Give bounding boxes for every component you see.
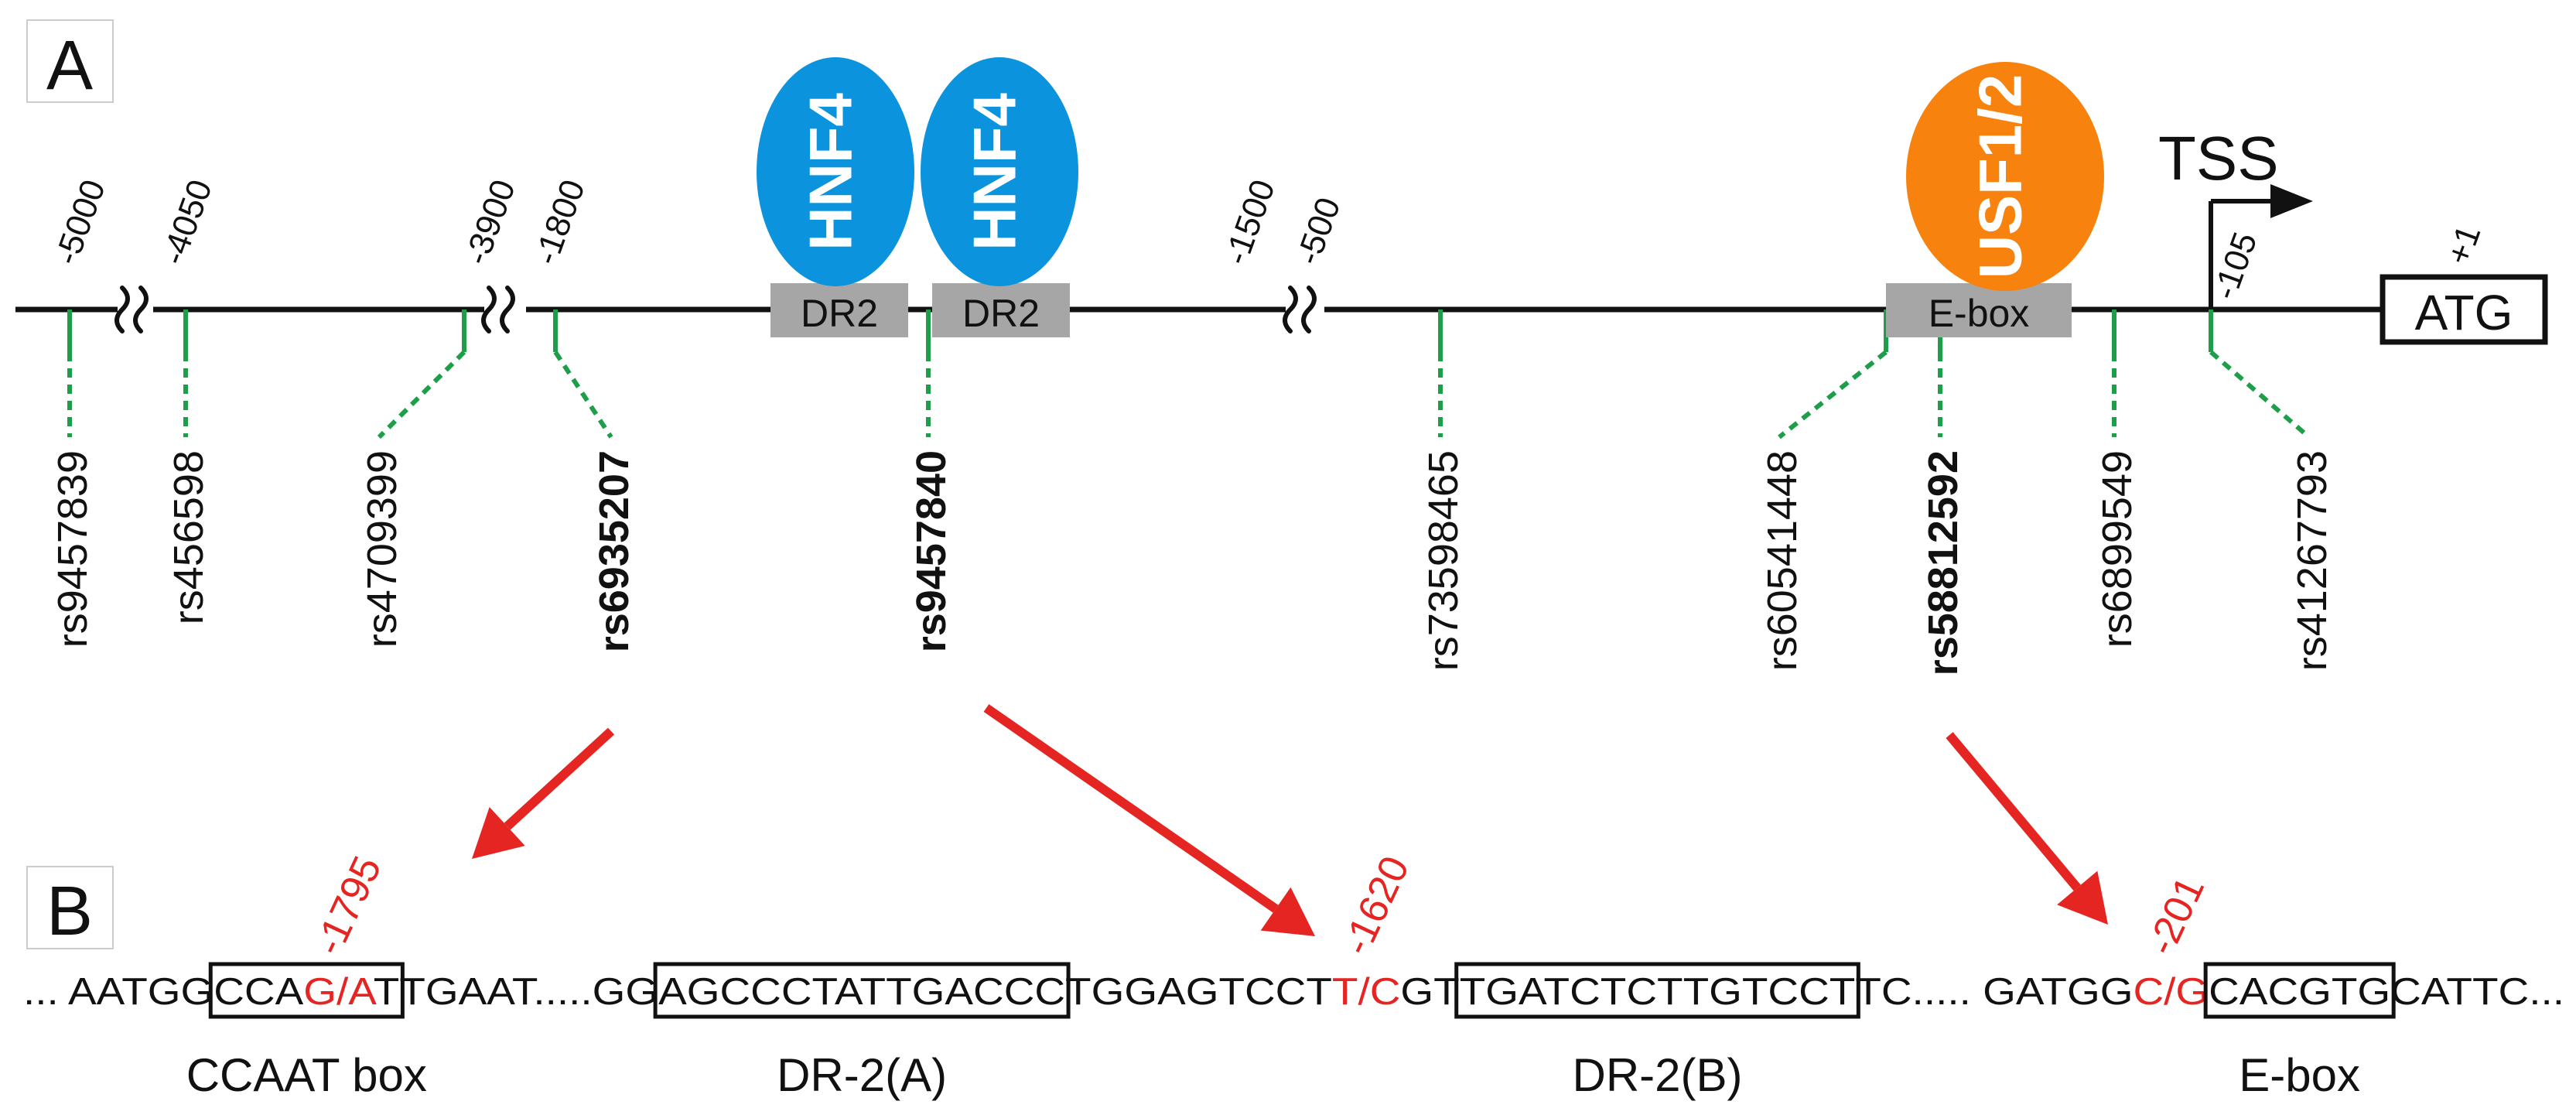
- sequence-segment-s9: T/C: [1332, 971, 1400, 1013]
- snp-label-rs4709399: rs4709399: [359, 450, 405, 648]
- tss-arrow: [2209, 184, 2313, 309]
- atg-label: ATG: [2415, 285, 2513, 340]
- position-label-p1: +1: [2439, 221, 2488, 270]
- sequence-segment-s11: TGATCTCTTGTCCT: [1460, 971, 1856, 1013]
- factor-label-hnf4-right: HNF4: [961, 93, 1029, 251]
- panel-b-frame: [26, 866, 114, 949]
- motif-label-ccaat: CCAAT box: [186, 1049, 427, 1101]
- regulatory-elements: DR2 DR2 E-box: [770, 283, 2072, 337]
- factor-label-hnf4-left: HNF4: [797, 93, 865, 251]
- box-dr2b: [1454, 962, 1860, 1019]
- snp-connector-rs4709399: [377, 309, 466, 439]
- variant-position-v1620: -1620: [1334, 850, 1418, 962]
- box-ebox: [2203, 962, 2396, 1019]
- variant-position-v1795: -1795: [306, 850, 391, 962]
- sequence-segment-s8: TGGAGTCCT: [1065, 971, 1332, 1013]
- factor-oval-hnf4-left: [757, 57, 914, 286]
- position-label-p5000: -5000: [47, 175, 113, 270]
- factor-oval-hnf4-right: [921, 57, 1078, 286]
- panel-b-label: B: [46, 873, 93, 950]
- sequence-segment-s7: AGCCCTATTGACCC: [658, 971, 1065, 1013]
- position-label-p1800: -1800: [527, 175, 593, 270]
- snp-label-rs73598465: rs73598465: [1420, 450, 1467, 671]
- snp-label-rs456598: rs456598: [166, 450, 212, 624]
- position-label-p3900: -3900: [457, 175, 523, 270]
- position-label-p1500: -1500: [1217, 175, 1283, 270]
- snp-labels: rs9457839 rs456598 rs4709399 rs6935207 rs945…: [50, 450, 2335, 675]
- sequence-segment-s16: CATTC...: [2390, 971, 2564, 1013]
- sequence-segment-s5: TGAAT: [399, 971, 537, 1013]
- atg-box: [2380, 274, 2548, 345]
- snp-label-rs60541448: rs60541448: [1759, 450, 1806, 671]
- arrow-rs58812592: [1946, 732, 2108, 925]
- sequence-segment-s4: T: [374, 971, 400, 1013]
- snp-connector-rs6935207: [553, 309, 613, 439]
- element-box-ebox: [1886, 283, 2072, 337]
- factor-oval-usf: [1906, 62, 2104, 291]
- transcription-factors: HNF4 HNF4 USF1/2: [757, 57, 2104, 291]
- variant-position-v201: -201: [2139, 870, 2214, 962]
- snp-label-rs41267793: rs41267793: [2289, 450, 2335, 671]
- sequence-segment-s6: .....GG: [533, 971, 658, 1013]
- arrow-rs6935207: [472, 727, 615, 859]
- element-box-dr2-left: [770, 283, 908, 337]
- sequence-segment-s14: C/G: [2133, 971, 2209, 1013]
- motif-label-dr2a: DR-2(A): [777, 1049, 947, 1101]
- position-label-p105: -105: [2205, 227, 2264, 305]
- variant-positions: -1795 -1620 -201: [306, 850, 2213, 962]
- line-breaks: [114, 286, 1317, 333]
- sequence-segment-s3: G/A: [303, 971, 377, 1013]
- arrow-rs9457840: [983, 704, 1315, 936]
- element-label-ebox: E-box: [1929, 292, 2030, 335]
- tss-label: TSS: [2158, 124, 2279, 193]
- sequence-segment-s15: CACGTG: [2209, 971, 2390, 1013]
- sequence-segment-s2: CCA: [214, 971, 303, 1013]
- position-label-p4050: -4050: [154, 175, 220, 270]
- snp-connectors: [67, 309, 2311, 439]
- snp-connector-rs60541448: [1778, 309, 1888, 439]
- motif-labels: CCAAT box DR-2(A) DR-2(B) E-box: [186, 1049, 2360, 1101]
- box-ccaat: [208, 962, 405, 1019]
- panel-a-label: A: [46, 27, 93, 104]
- snp-connector-rs41267793: [2209, 309, 2311, 439]
- snp-label-rs9457840: rs9457840: [908, 450, 955, 652]
- variant-arrows: [472, 704, 2108, 936]
- position-labels: -5000 -4050 -3900-1800 -1500-500 -105 +1: [47, 175, 2488, 305]
- snp-label-rs6935207: rs6935207: [591, 450, 637, 652]
- panel-a-frame: [26, 19, 114, 103]
- motif-label-ebox-seq: E-box: [2239, 1049, 2360, 1101]
- position-label-p500: -500: [1289, 193, 1348, 270]
- element-box-dr2-right: [932, 283, 1070, 337]
- sequence-segment-s10: GT: [1400, 971, 1459, 1013]
- motif-boxes: [208, 962, 2396, 1019]
- element-label-dr2-left: DR2: [801, 292, 878, 335]
- box-dr2a: [653, 962, 1071, 1019]
- motif-label-dr2b: DR-2(B): [1573, 1049, 1743, 1101]
- factor-label-usf: USF1/2: [1966, 74, 2034, 279]
- sequence-segment-s1: ... AATGG: [23, 971, 214, 1013]
- snp-label-rs6899549: rs6899549: [2094, 450, 2140, 648]
- sequence-segment-s12: TC: [1855, 971, 1912, 1013]
- element-label-dr2-right: DR2: [962, 292, 1040, 335]
- snp-label-rs9457839: rs9457839: [50, 450, 96, 648]
- snp-label-rs58812592: rs58812592: [1920, 450, 1966, 675]
- sequence-segment-s13: ..... GATGG: [1912, 971, 2134, 1013]
